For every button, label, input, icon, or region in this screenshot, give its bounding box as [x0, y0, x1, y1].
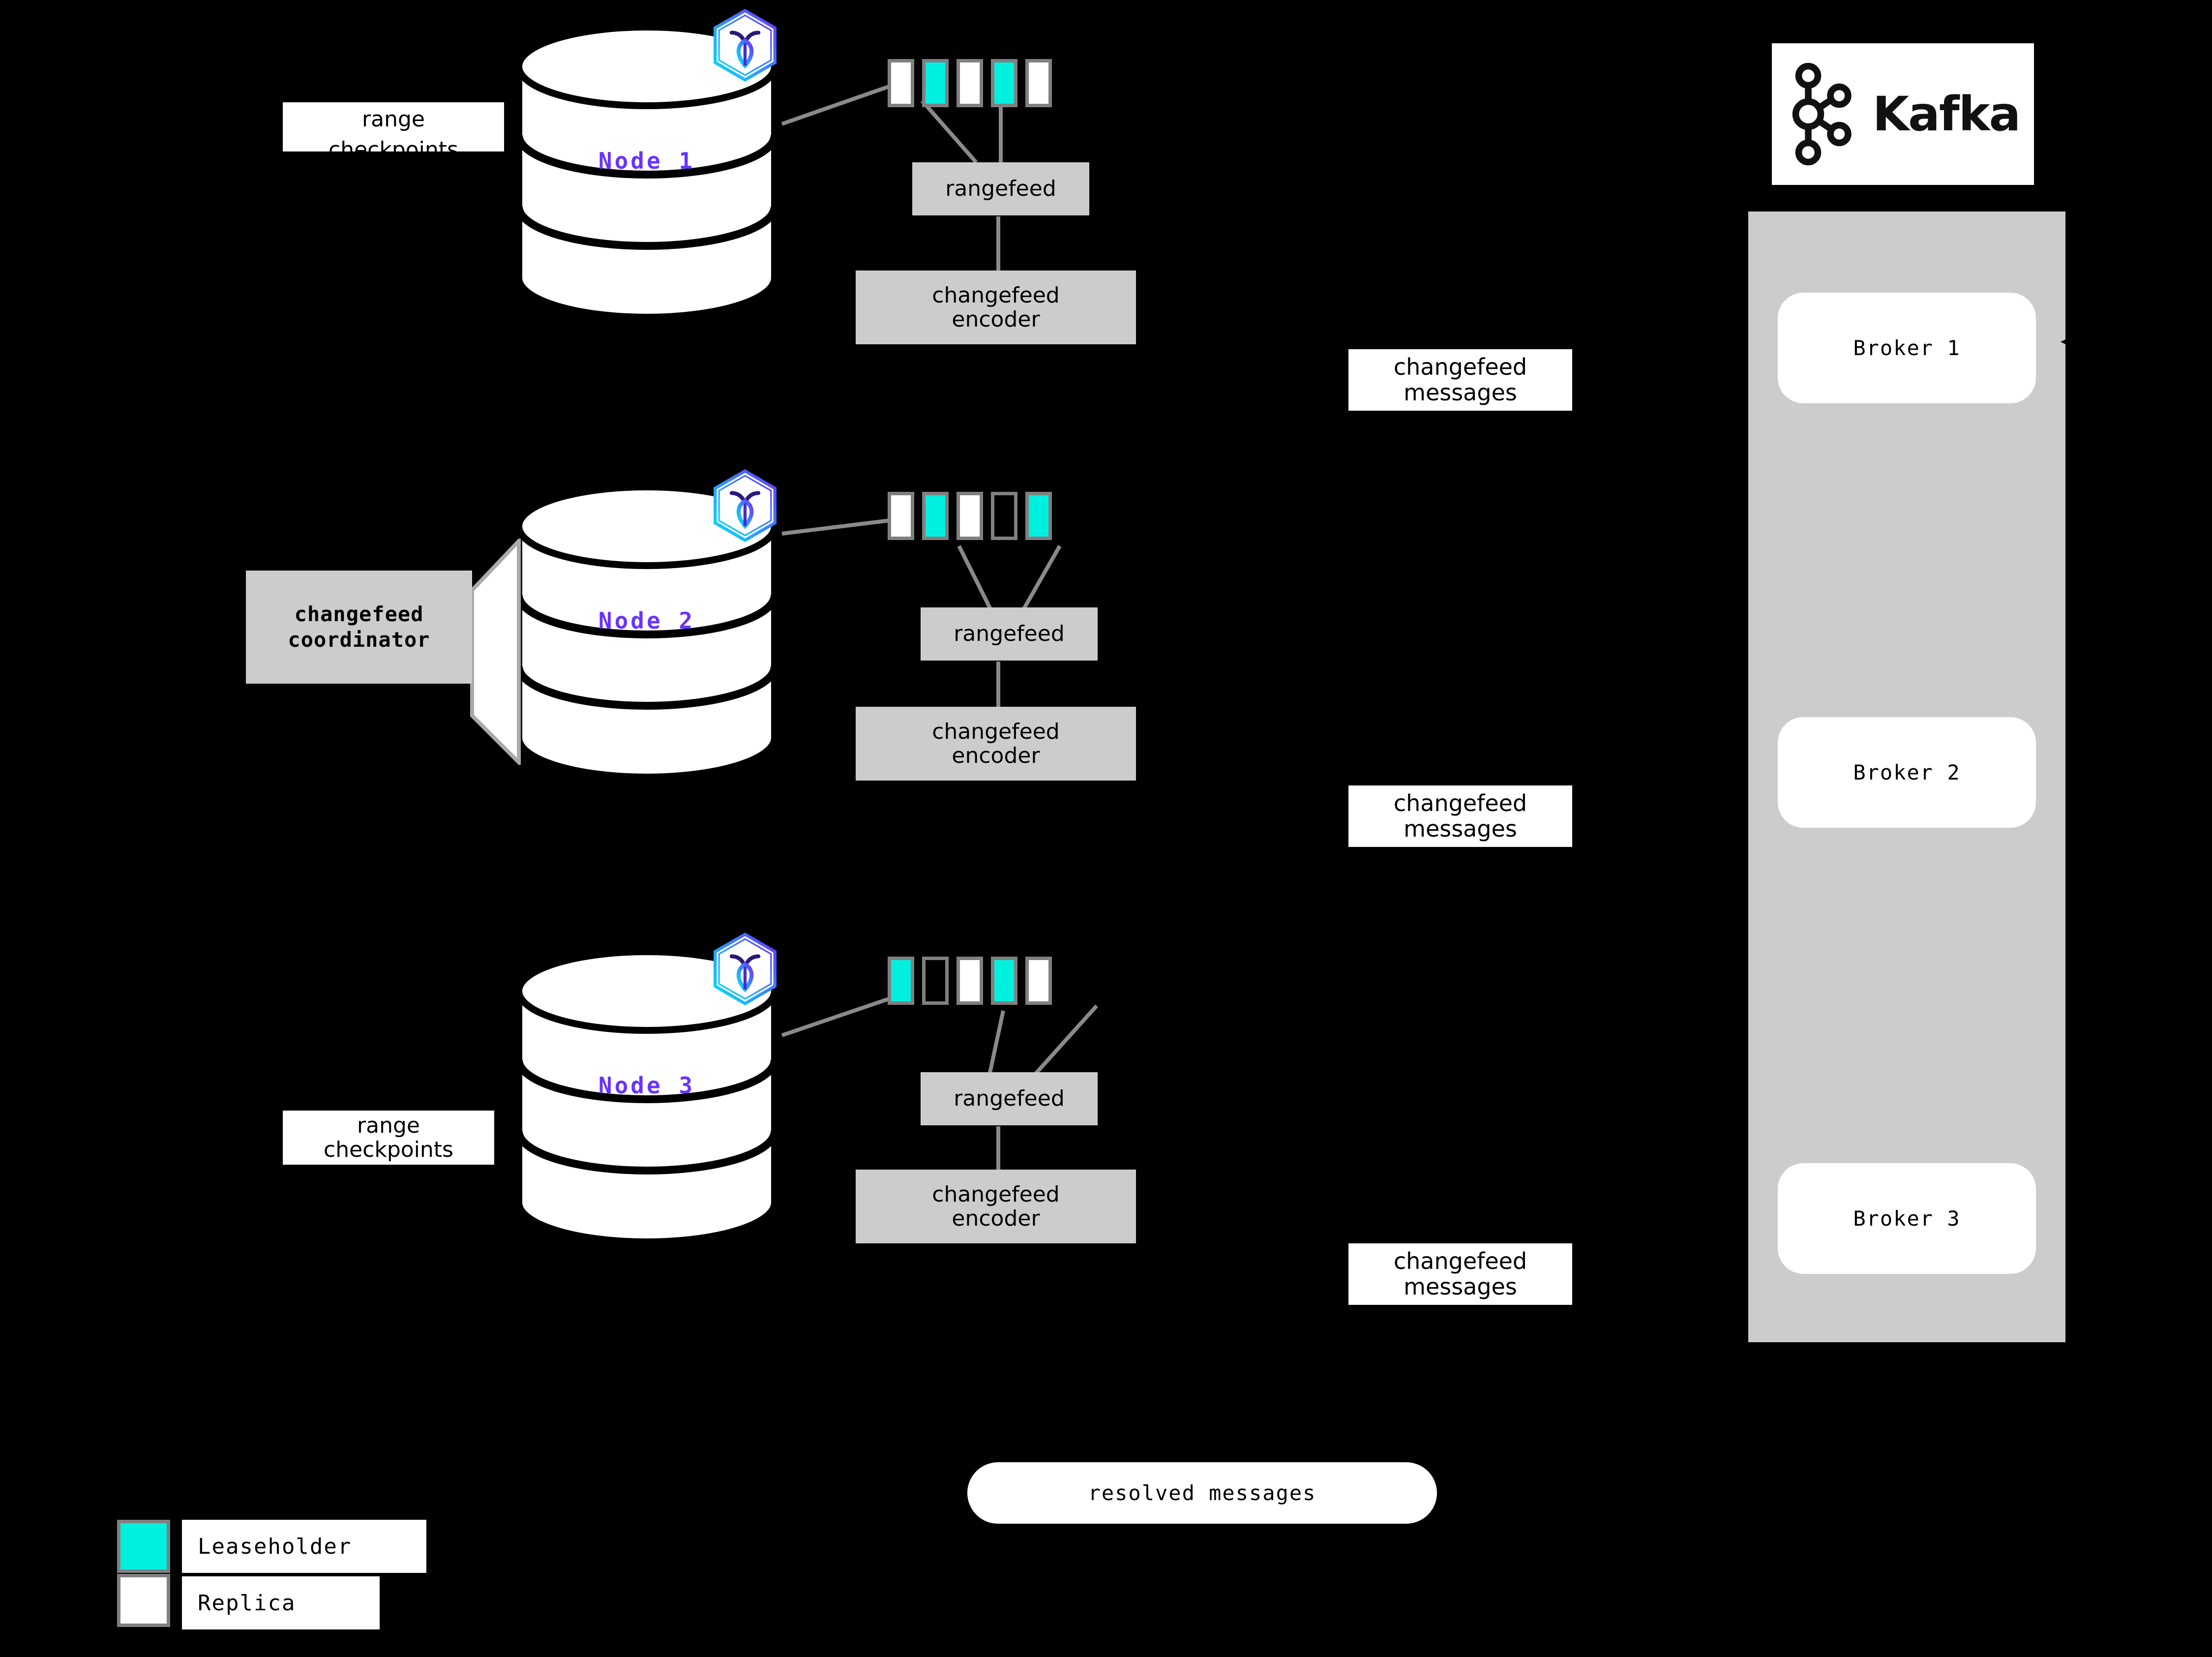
kafka-broker-1[interactable]: Broker 1 [1778, 293, 2036, 403]
cockroachdb-hexagon-icon [706, 6, 784, 87]
range-checkpoints-line1: range [357, 1113, 420, 1138]
changefeed-messages-line1: changefeed [1393, 353, 1527, 380]
range-block-leaseholder[interactable] [888, 957, 914, 1005]
changefeed-messages-line2: messages [1404, 1273, 1517, 1300]
range-block-replica[interactable] [957, 957, 983, 1005]
legend-swatch-leaseholder [117, 1520, 170, 1573]
encoder-line2: encoder [952, 743, 1040, 768]
node-1-cylinder: Node 1 [514, 25, 779, 320]
node-3-changefeed-encoder-box[interactable]: changefeed encoder [856, 1170, 1136, 1243]
node-1-label: Node 1 [598, 148, 695, 174]
changefeed-messages-line2: messages [1404, 379, 1517, 406]
node-3-cylinder: Node 3 [514, 949, 779, 1244]
coordinator-connector-flap [470, 539, 521, 765]
kafka-broker-3[interactable]: Broker 3 [1778, 1163, 2036, 1274]
node-2-rangefeed-box[interactable]: rangefeed [921, 607, 1098, 661]
range-block-leaseholder[interactable] [922, 59, 949, 107]
node-1-rangefeed-box[interactable]: rangefeed [912, 162, 1089, 215]
node-1-changefeed-encoder-box[interactable]: changefeed encoder [856, 271, 1136, 344]
kafka-broker-panel: Broker 1 Broker 2 Broker 3 [1748, 211, 2065, 1342]
changefeed-messages-line1: changefeed [1393, 1247, 1527, 1274]
resolved-messages-pill[interactable]: resolved messages [967, 1462, 1437, 1524]
node-1-range-blocks [888, 59, 1060, 107]
range-checkpoints-line1: range [362, 107, 425, 132]
legend-label-leaseholder: Leaseholder [182, 1520, 426, 1573]
changefeed-messages-label-2: changefeed messages [1348, 785, 1572, 847]
legend-swatch-replica [117, 1574, 170, 1627]
encoder-line2: encoder [952, 307, 1040, 332]
encoder-line1: changefeed [932, 282, 1060, 308]
encoder-line1: changefeed [932, 1181, 1060, 1207]
range-block-replica[interactable] [957, 492, 983, 540]
range-block-replica[interactable] [888, 59, 914, 107]
coordinator-line2: coordinator [288, 628, 430, 652]
range-block-empty[interactable] [991, 492, 1017, 540]
changefeed-messages-line1: changefeed [1393, 789, 1527, 816]
range-checkpoints-line2: checkpoints [329, 137, 458, 162]
range-block-empty[interactable] [922, 957, 949, 1005]
range-block-replica[interactable] [888, 492, 914, 540]
node-3-range-checkpoints-label: range checkpoints [283, 1111, 494, 1165]
node-2-cylinder: Node 2 [514, 484, 779, 780]
node-2-range-blocks [888, 492, 1060, 540]
coordinator-line1: changefeed [294, 602, 424, 626]
node-2-changefeed-encoder-box[interactable]: changefeed encoder [856, 707, 1136, 781]
kafka-broker-2[interactable]: Broker 2 [1778, 717, 2036, 828]
range-block-replica[interactable] [1025, 59, 1052, 107]
node-3-rangefeed-box[interactable]: rangefeed [921, 1072, 1098, 1125]
node-1-range-checkpoints-label: range checkpoints [283, 102, 504, 162]
changefeed-coordinator-box[interactable]: changefeed coordinator [246, 571, 472, 684]
changefeed-messages-label-1: changefeed messages [1348, 349, 1572, 411]
kafka-logo-box: Kafka [1772, 43, 2034, 185]
broker-inbound-arrow-icon [2061, 331, 2084, 353]
encoder-line2: encoder [952, 1206, 1040, 1231]
kafka-logo-icon [1792, 62, 1852, 166]
legend-label-replica: Replica [182, 1576, 380, 1629]
range-block-leaseholder[interactable] [922, 492, 949, 540]
node-2-label: Node 2 [598, 607, 695, 634]
range-block-leaseholder[interactable] [1025, 492, 1052, 540]
cockroachdb-hexagon-icon [706, 930, 784, 1010]
node-3-label: Node 3 [598, 1072, 695, 1099]
kafka-wordmark: Kafka [1872, 87, 2021, 142]
changefeed-messages-line2: messages [1404, 815, 1517, 842]
range-checkpoints-line2: checkpoints [324, 1137, 453, 1162]
range-block-leaseholder[interactable] [991, 957, 1017, 1005]
range-block-replica[interactable] [1025, 957, 1052, 1005]
range-block-replica[interactable] [957, 59, 983, 107]
changefeed-messages-label-3: changefeed messages [1348, 1243, 1572, 1305]
node-3-range-blocks [888, 957, 1060, 1005]
range-block-leaseholder[interactable] [991, 59, 1017, 107]
cockroachdb-hexagon-icon [706, 466, 784, 547]
encoder-line1: changefeed [932, 719, 1060, 744]
